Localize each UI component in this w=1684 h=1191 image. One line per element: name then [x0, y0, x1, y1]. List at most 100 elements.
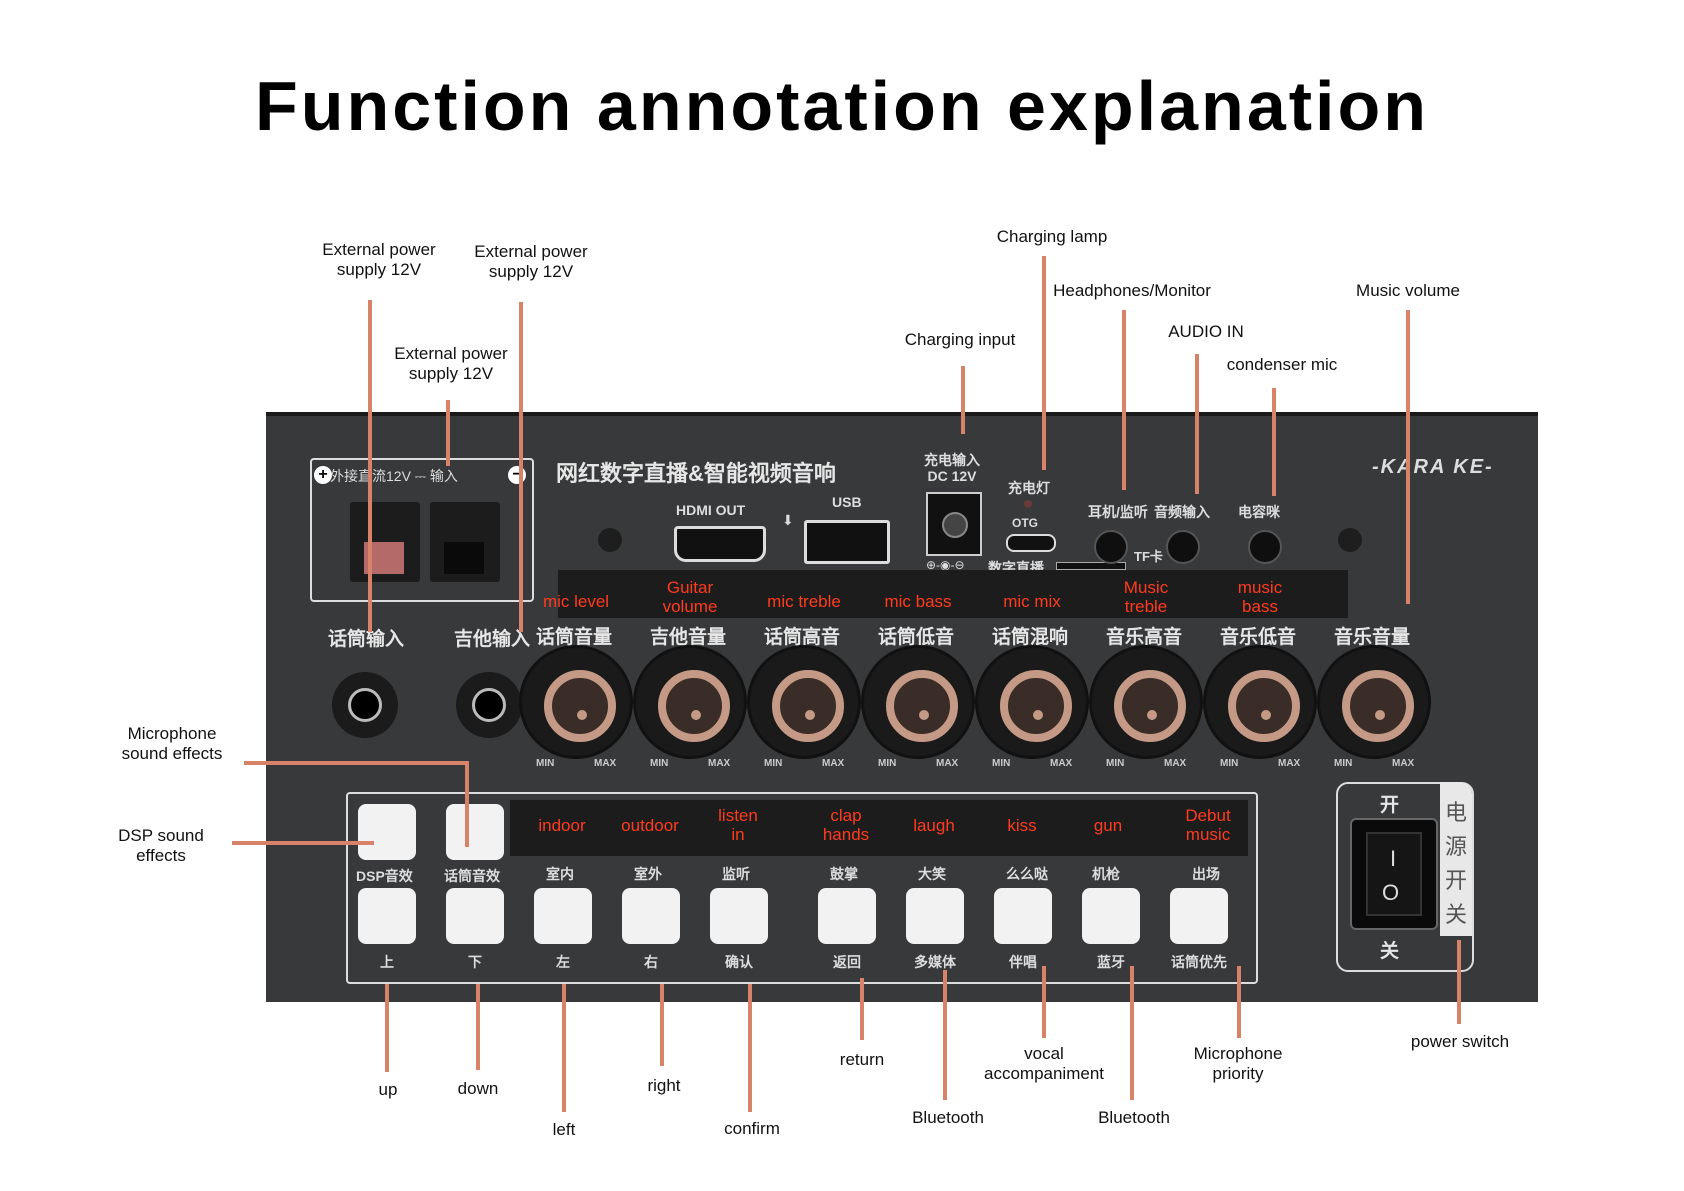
headphone-jack[interactable] [1094, 530, 1128, 564]
otg-port[interactable] [1006, 534, 1056, 552]
power-switch[interactable]: I O [1350, 818, 1438, 930]
effect-label-en: listen in [718, 806, 758, 844]
guitar-input-jack[interactable] [456, 672, 522, 738]
leader-line [1272, 388, 1276, 496]
knob-label-cn: 音乐音量 [1334, 627, 1411, 648]
effect-label-cn: 大笑 [918, 866, 946, 882]
dc-label: 充电输入 DC 12V [924, 452, 980, 484]
terminal-red[interactable] [350, 502, 420, 582]
knob-label-strip [558, 570, 1348, 618]
knob-label-en: mic level [542, 592, 610, 611]
max-label: MAX [822, 758, 845, 769]
brand-title: 网红数字直播&智能视频音响 [556, 461, 836, 486]
panel-button[interactable] [710, 888, 768, 944]
panel-button-label: 多媒体 [914, 954, 956, 970]
knob[interactable] [522, 648, 630, 756]
ext-power-label-3: External power supply 12V [394, 344, 508, 383]
panel-button[interactable] [534, 888, 592, 944]
knob[interactable] [864, 648, 972, 756]
leader-line [476, 984, 480, 1070]
effect-label-en: gun [1093, 816, 1123, 835]
leader-line [465, 761, 469, 847]
panel-button-label: 话筒优先 [1171, 954, 1227, 970]
knob-label-cn: 话筒混响 [992, 627, 1069, 648]
dc-port[interactable] [926, 492, 982, 556]
panel-button[interactable] [358, 888, 416, 944]
knob-label-en: Music treble [1123, 578, 1169, 616]
leader-line [961, 366, 965, 434]
knob[interactable] [1092, 648, 1200, 756]
knob-label-en: music bass [1237, 578, 1283, 616]
ext-power-label-1: External power supply 12V [322, 240, 436, 279]
mic-sound-effects-label: Microphone sound effects [121, 724, 223, 763]
effect-label-cn: 室外 [634, 866, 662, 882]
power-off-label: 关 [1380, 941, 1400, 962]
knob[interactable] [1320, 648, 1428, 756]
mic-input-jack[interactable] [332, 672, 398, 738]
knob[interactable] [636, 648, 744, 756]
power-switch-frame [1336, 782, 1474, 972]
panel-button[interactable] [994, 888, 1052, 944]
leader-line [562, 984, 566, 1112]
charge-lamp-label: 充电灯 [1008, 480, 1050, 496]
effect-strip [510, 800, 1248, 856]
otg-label: OTG [1012, 516, 1038, 530]
hdmi-port[interactable] [674, 526, 766, 562]
headphone-label: 耳机/监听 [1088, 504, 1148, 520]
audio-in-label: AUDIO IN [1168, 322, 1244, 341]
panel-button[interactable] [818, 888, 876, 944]
knob-label-cn: 话筒高音 [764, 627, 841, 648]
control-panel: 外接直流12V ⎓ 输入 + − 网红数字直播&智能视频音响 -KARA KE-… [266, 412, 1538, 1002]
knob-label-en: mic mix [1003, 592, 1061, 611]
tf-slot[interactable] [1056, 562, 1126, 570]
knob[interactable] [1206, 648, 1314, 756]
plus-icon: + [314, 466, 332, 484]
usb-port[interactable] [804, 520, 890, 564]
page-title: Function annotation explanation [254, 67, 1430, 145]
audio-in-label: 音频输入 [1154, 504, 1210, 520]
minus-icon: − [508, 466, 526, 484]
power-switch-label: power switch [1410, 1032, 1510, 1051]
vocal-accompaniment-label: vocal accompaniment [983, 1044, 1105, 1083]
knob-label-cn: 话筒音量 [536, 627, 613, 648]
knob-label-en: mic treble [767, 592, 841, 611]
mic-effect-label: 话筒音效 [444, 868, 500, 884]
effect-label-cn: 鼓掌 [830, 866, 858, 882]
condenser-mic-label: 电容咪 [1238, 504, 1280, 520]
leader-line [1457, 940, 1461, 1024]
effect-label-cn: 机枪 [1092, 866, 1120, 882]
panel-button-label: 上 [380, 954, 394, 970]
min-label: MIN [1106, 758, 1125, 769]
mic-effect-button[interactable] [446, 804, 504, 860]
leader-line [1042, 256, 1046, 470]
knob-label-cn: 话筒低音 [878, 627, 955, 648]
tf-label: TF卡 [1134, 549, 1163, 564]
panel-button-label: 下 [468, 954, 482, 970]
panel-button[interactable] [622, 888, 680, 944]
leader-line [446, 400, 450, 466]
panel-button-label: 右 [644, 954, 658, 970]
audio-in-jack[interactable] [1166, 530, 1200, 564]
ext-power-label-2: External power supply 12V [474, 242, 588, 281]
power-on-label: 开 [1380, 795, 1400, 816]
panel-button[interactable] [1170, 888, 1228, 944]
dsp-sound-effects-label: DSP sound effects [118, 826, 204, 865]
confirm-label: confirm [724, 1119, 780, 1138]
condenser-mic-jack[interactable] [1248, 530, 1282, 564]
panel-button[interactable] [446, 888, 504, 944]
leader-line [1406, 310, 1410, 604]
panel-button[interactable] [906, 888, 964, 944]
max-label: MAX [1164, 758, 1187, 769]
usb-label: USB [832, 494, 862, 510]
panel-button[interactable] [1082, 888, 1140, 944]
leader-line [660, 984, 664, 1066]
leader-line [385, 984, 389, 1072]
dsp-effect-button[interactable] [358, 804, 416, 860]
knob[interactable] [750, 648, 858, 756]
terminal-black[interactable] [430, 502, 500, 582]
charging-input-label: Charging input [904, 330, 1016, 349]
polarity-icon: ⊕-◉-⊖ [926, 558, 965, 572]
knob[interactable] [978, 648, 1086, 756]
effect-label-cn: 出场 [1192, 866, 1220, 882]
effect-label-en: laugh [913, 816, 955, 835]
